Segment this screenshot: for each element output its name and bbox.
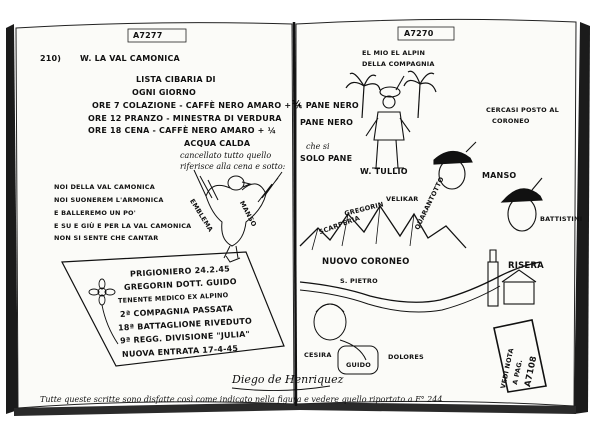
- tullio-label: W. TULLIO: [360, 167, 408, 176]
- pane-nero-label: PANE NERO: [300, 118, 354, 127]
- song-line: NOI SUONEREM L'ARMONICA: [54, 196, 164, 204]
- san-pietro-label: S. PIETRO: [340, 277, 378, 285]
- left-archive-number: A7277: [133, 31, 163, 40]
- menu-line: ACQUA CALDA: [184, 139, 251, 148]
- cercasi-label: CERCASI POSTO AL: [486, 106, 559, 114]
- song-line: NON SI SENTE CHE CANTAR: [54, 234, 159, 242]
- nuovo-coroneo-label: NUOVO CORONEO: [322, 257, 410, 267]
- portrait-name: DOLORES: [388, 353, 424, 361]
- palm-trees-drawing: [345, 70, 437, 119]
- risera-building-drawing: [487, 249, 537, 307]
- song-line: E SU E GIÙ E PER LA VAL CAMONICA: [54, 222, 192, 230]
- eagle-emblem-drawing: [193, 169, 283, 263]
- left-page: [15, 22, 295, 409]
- menu-note: riferisce alla cena e sotto:: [180, 162, 286, 171]
- cercasi-label: CORONEO: [492, 117, 530, 125]
- song-line: NOI DELLA VAL CAMONICA: [54, 183, 155, 191]
- menu-line: ORE 7 COLAZIONE - CAFFÈ NERO AMARO + ¼ P…: [92, 101, 359, 110]
- alpine-soldier-drawing: [365, 75, 411, 169]
- right-page: [295, 18, 577, 407]
- fraction-mark-1: ¼: [292, 99, 301, 110]
- spine: [292, 21, 298, 407]
- right-archive-number: A7270: [404, 29, 434, 38]
- battistini-label: BATTISTINI: [540, 215, 583, 223]
- menu-title: LISTA CIBARIA DI: [136, 75, 216, 84]
- signature: Diego de Henriquez: [232, 373, 344, 386]
- prisoner-card: [61, 251, 285, 367]
- entry-number: 210): [40, 54, 62, 63]
- soldier-head-battistini: [500, 177, 543, 232]
- risera-label: RISERA: [508, 261, 544, 271]
- footer-note: Tutte queste scritte sono disfatte così …: [40, 395, 443, 404]
- solo-pane-note: che si: [306, 142, 330, 151]
- mountain-label: VELIKAR: [386, 195, 419, 203]
- alpine-title: EL MIO EL ALPIN: [362, 49, 426, 57]
- right-archive-box: [397, 26, 455, 41]
- vedi-nota-box: [493, 319, 547, 393]
- solo-pane-label: SOLO PANE: [300, 154, 353, 163]
- page-heading: W. LA VAL CAMONICA: [80, 54, 180, 63]
- left-archive-box: [127, 28, 187, 43]
- menu-subtitle: OGNI GIORNO: [132, 88, 197, 97]
- menu-note: cancellato tutto quello: [180, 151, 272, 160]
- manso-label: MANSO: [482, 171, 517, 180]
- portrait-name: GUIDO: [346, 361, 371, 369]
- bottom-edge: [14, 402, 576, 416]
- portrait-sketch: [313, 303, 379, 375]
- right-cover-edge: [574, 22, 590, 414]
- song-line: E BALLEREMO UN PO': [54, 209, 136, 217]
- menu-line: ORE 18 CENA - CAFFÈ NERO AMARO + ¼: [88, 126, 277, 135]
- soldier-head-tullio: [433, 141, 477, 190]
- alpine-title: DELLA COMPAGNIA: [362, 60, 435, 68]
- portrait-name: CESIRA: [304, 351, 332, 359]
- river-line-lower: [299, 285, 501, 313]
- signature-flourish: [231, 385, 331, 392]
- mountain-range-shading: [311, 205, 415, 251]
- left-cover-edge: [6, 24, 18, 414]
- edelweiss-flower-drawing: [88, 278, 119, 345]
- river-line: [299, 261, 541, 303]
- menu-line: ORE 12 PRANZO - MINESTRA DI VERDURA: [88, 114, 282, 123]
